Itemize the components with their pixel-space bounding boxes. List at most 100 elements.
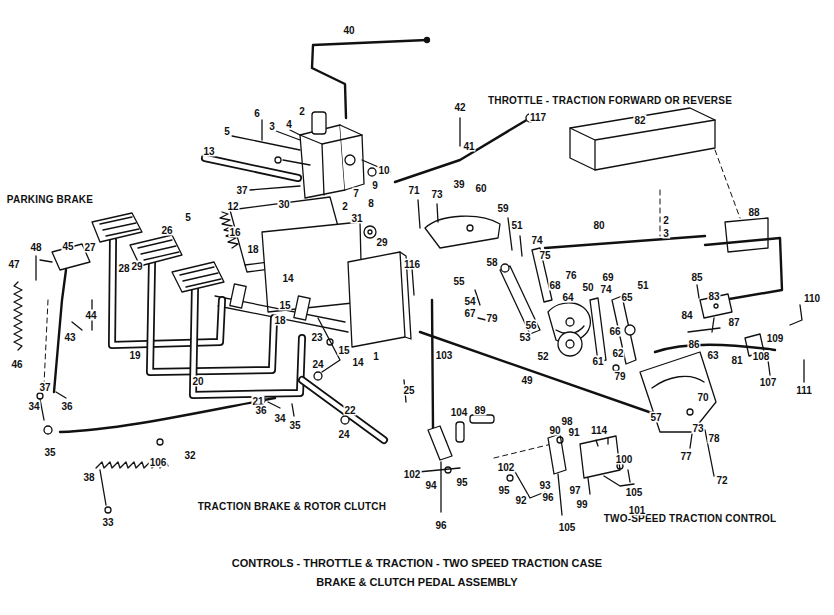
- pedal-arm: [150, 262, 274, 372]
- pedal-arm: [150, 262, 274, 372]
- callout-number: 73: [691, 423, 704, 434]
- throttle-housing: [368, 168, 376, 176]
- callout-number: 109: [766, 333, 785, 344]
- callout-number: 2: [298, 106, 306, 117]
- clutch-rod: [432, 300, 446, 442]
- clutch-rod: [418, 300, 494, 512]
- callout-number: 12: [226, 201, 239, 212]
- callout-number: 1: [372, 351, 380, 362]
- link-rod: [205, 158, 298, 178]
- callout-number: 79: [485, 313, 498, 324]
- callout-number: 96: [541, 492, 554, 503]
- parking-brake-lever: [37, 393, 43, 399]
- callout-number: 51: [510, 220, 523, 231]
- callout-number: 117: [529, 112, 547, 123]
- callout-number: 14: [351, 357, 364, 368]
- callout-number: 29: [130, 261, 143, 272]
- callout-number: 80: [592, 220, 605, 231]
- callout-number: 82: [633, 115, 646, 126]
- callout-number: 74: [599, 284, 612, 295]
- callout-number: 64: [561, 292, 574, 303]
- throttle-plate: [425, 216, 500, 248]
- callout-number: 3: [268, 121, 276, 132]
- pedal-bracket: [215, 284, 348, 372]
- callout-number: 66: [608, 326, 621, 337]
- shift-rod: [545, 108, 782, 302]
- callout-number: 28: [117, 263, 130, 274]
- callout-number: 43: [63, 332, 76, 343]
- tension-spring: [14, 282, 92, 350]
- shift-rod: [660, 190, 661, 236]
- callout-number: 18: [246, 244, 259, 255]
- callout-number: 95: [455, 477, 468, 488]
- callout-number: 30: [277, 199, 290, 210]
- callout-number: 94: [424, 480, 437, 491]
- shift-rod: [570, 120, 715, 170]
- callout-number: 102: [497, 462, 516, 473]
- callout-number: 103: [435, 350, 454, 361]
- callout-number: 105: [558, 522, 577, 533]
- callout-number: 37: [38, 382, 51, 393]
- throttle-housing: [262, 120, 300, 140]
- callout-number: 97: [568, 485, 581, 496]
- callout-number: 24: [311, 359, 324, 370]
- callout-number: 89: [473, 405, 486, 416]
- callout-number: 36: [60, 401, 73, 412]
- throttle-housing: [232, 136, 300, 150]
- callout-number: 48: [29, 242, 42, 253]
- coil-spring: [100, 470, 106, 505]
- callout-number: 41: [462, 141, 475, 152]
- callout-number: 26: [160, 225, 173, 236]
- pedal-pad: [138, 240, 179, 260]
- control-cable: [687, 409, 693, 415]
- brake-cable: [60, 397, 294, 445]
- throttle-housing: [300, 135, 362, 144]
- callout-number: 95: [497, 485, 510, 496]
- cross-shaft: [302, 380, 384, 440]
- two-speed-linkage: [596, 438, 608, 446]
- throttle-rod: [312, 38, 430, 119]
- callout-number: 14: [281, 273, 294, 284]
- callout-number: 105: [625, 487, 644, 498]
- callout-number: 13: [202, 146, 215, 157]
- brake-cable: [60, 398, 275, 432]
- section-heading: PARKING BRAKE: [6, 194, 94, 206]
- callout-number: 104: [450, 407, 469, 418]
- pedal-pad: [92, 213, 142, 242]
- callout-number: 18: [273, 315, 286, 326]
- callout-number: 81: [730, 355, 743, 366]
- control-lever: [475, 218, 636, 364]
- pedal-pad: [92, 213, 224, 292]
- callout-number: 36: [254, 405, 267, 416]
- pedal-arm: [112, 240, 302, 395]
- throttle-housing: [345, 155, 355, 165]
- link-rod: [250, 186, 300, 190]
- throttle-plate: [395, 114, 534, 295]
- callout-number: 10: [377, 165, 390, 176]
- callout-number: 91: [567, 427, 580, 438]
- callout-number: 4: [285, 119, 293, 130]
- shift-rod: [725, 218, 768, 252]
- callout-number: 46: [10, 359, 23, 370]
- callout-number: 106: [149, 457, 168, 468]
- callout-number: 15: [278, 300, 291, 311]
- control-cable: [420, 332, 672, 420]
- cam-plate: [558, 332, 582, 356]
- callout-number: 9: [371, 180, 379, 191]
- callout-number: 84: [680, 310, 693, 321]
- callout-number: 34: [273, 413, 286, 424]
- callout-number: 79: [613, 371, 626, 382]
- control-lever: [475, 290, 486, 320]
- section-heading: TRACTION BRAKE & ROTOR CLUTCH: [197, 501, 387, 513]
- callout-number: 108: [752, 351, 771, 362]
- control-lever: [625, 325, 635, 335]
- pedal-bracket: [294, 296, 310, 320]
- linkage-bracket: [688, 285, 720, 332]
- callout-number: 72: [715, 475, 728, 486]
- pedal-arm: [193, 288, 302, 395]
- callout-number: 100: [615, 454, 634, 465]
- callout-number: 61: [591, 356, 604, 367]
- tension-spring: [14, 282, 22, 350]
- pedal-bracket: [230, 284, 246, 308]
- callout-number: 5: [184, 212, 192, 223]
